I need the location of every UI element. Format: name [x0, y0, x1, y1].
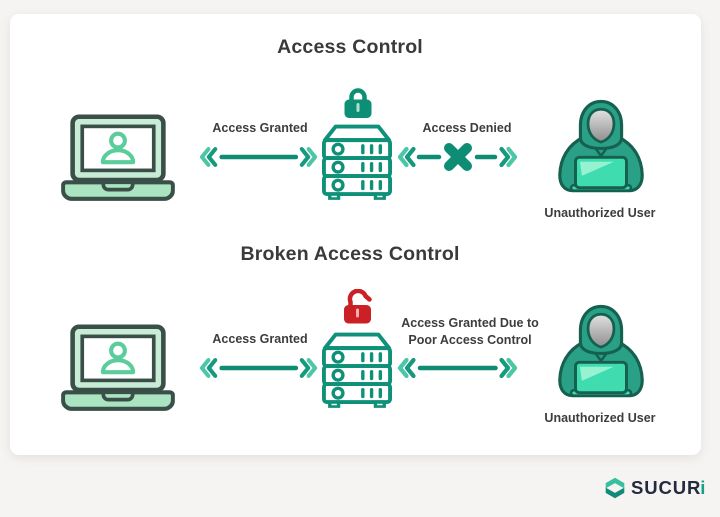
section-title-access-control: Access Control — [277, 36, 423, 58]
access-granted-arrow — [199, 146, 321, 168]
access-granted-label: Access Granted — [212, 121, 308, 135]
sucuri-logo: SUCURi — [604, 476, 706, 500]
access-granted-arrow — [199, 357, 321, 379]
access-denied-label: Access Denied — [422, 121, 512, 135]
unauthorized-user-label: Unauthorized User — [544, 411, 656, 425]
access-denied-arrow — [397, 142, 521, 172]
section-title-broken-access-control: Broken Access Control — [240, 243, 460, 265]
user-laptop-icon — [57, 324, 179, 412]
access-granted-poor-control-arrow — [397, 357, 521, 379]
sucuri-logo-text: SUCUR — [631, 477, 702, 498]
user-laptop-icon — [57, 114, 179, 202]
hacker-icon — [551, 302, 651, 402]
access-granted-label: Access Granted — [212, 332, 308, 346]
poor-access-control-label: Access Granted Due to Poor Access Contro… — [401, 316, 539, 347]
sucuri-hex-icon — [604, 477, 626, 499]
unauthorized-user-label: Unauthorized User — [544, 206, 656, 220]
sucuri-logo-i: i — [700, 477, 707, 498]
unlocked-padlock-icon — [341, 289, 387, 325]
locked-padlock-icon — [340, 86, 376, 120]
hacker-icon — [551, 97, 651, 197]
server-icon — [322, 124, 392, 200]
server-icon — [322, 332, 392, 408]
